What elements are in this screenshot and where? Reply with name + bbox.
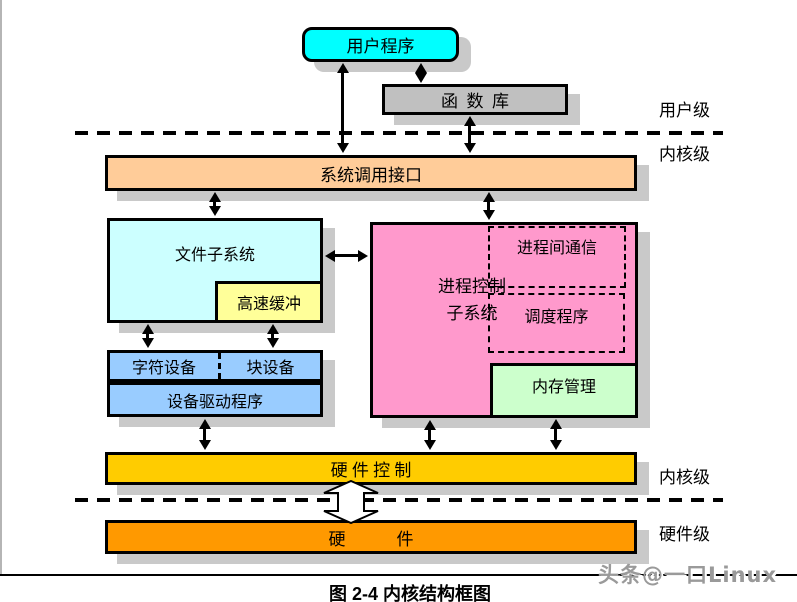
arrow-file-subsystem-char-device [141, 324, 154, 348]
scheduler-label: 调度程序 [524, 309, 589, 326]
user-program-box: 用户程序 [302, 27, 459, 62]
user-level-label: 用户级 [659, 101, 710, 120]
hardware-label: 硬 件 [328, 529, 414, 549]
kernel-level-top-label: 内核级 [659, 145, 710, 164]
char-device-cell: 字符设备 [110, 353, 218, 379]
scheduler-box: 调度程序 [488, 293, 625, 353]
device-types-row: 字符设备 块设备 [107, 350, 323, 382]
memory-management-label: 内存管理 [531, 379, 596, 396]
kernel-hardware-boundary-dashed-line [75, 498, 723, 502]
buffer-cache-label: 高速缓冲 [236, 296, 301, 313]
kernel-level-bottom-label: 内核级 [659, 468, 710, 487]
process-control-label-line2: 子系统 [446, 304, 498, 323]
arrow-syscall-file-subsystem [208, 192, 221, 216]
user-program-label: 用户程序 [346, 37, 415, 56]
footer-rule [0, 574, 797, 576]
arrow-syscall-process-control [482, 192, 495, 220]
char-device-label: 字符设备 [131, 360, 196, 377]
syscall-interface-label: 系统调用接口 [320, 165, 422, 185]
hardware-control-box: 硬 件 控 制 [105, 452, 637, 485]
arrow-user-program-syscall [336, 63, 349, 153]
device-boxes-group: 字符设备 块设备 设备驱动程序 [107, 350, 323, 417]
watermark-text: 头条@一口Linux [598, 563, 778, 587]
block-device-label: 块设备 [246, 360, 295, 377]
hardware-level-label: 硬件级 [659, 525, 710, 544]
ipc-label: 进程间通信 [516, 240, 597, 257]
device-driver-label: 设备驱动程序 [166, 393, 263, 411]
function-library-box: 函 数 库 [382, 84, 568, 115]
memory-management-box: 内存管理 [490, 363, 638, 418]
device-driver-box: 设备驱动程序 [107, 382, 323, 417]
syscall-interface-box: 系统调用接口 [105, 155, 637, 191]
block-device-cell: 块设备 [218, 353, 320, 379]
arrow-function-library-syscall [463, 116, 476, 153]
buffer-cache-box: 高速缓冲 [215, 281, 323, 323]
arrow-process-control-hardware-control [423, 420, 436, 450]
arrow-memory-management-hardware-control [549, 419, 562, 450]
hardware-control-label: 硬 件 控 制 [330, 461, 412, 480]
hardware-box: 硬 件 [105, 520, 637, 554]
function-library-label: 函 数 库 [441, 92, 509, 111]
hardware-control-hardware-block-arrow [323, 480, 379, 524]
arrow-file-subsystem-process-control [325, 249, 368, 262]
file-subsystem-label: 文件子系统 [174, 247, 255, 264]
arrow-buffer-cache-block-device [266, 324, 279, 348]
figure-caption: 图 2-4 内核结构框图 [328, 584, 492, 602]
ipc-box: 进程间通信 [488, 226, 626, 288]
user-kernel-boundary-dashed-line [75, 131, 723, 135]
arrow-device-driver-hardware-control [198, 419, 211, 450]
page-left-border [0, 0, 2, 576]
